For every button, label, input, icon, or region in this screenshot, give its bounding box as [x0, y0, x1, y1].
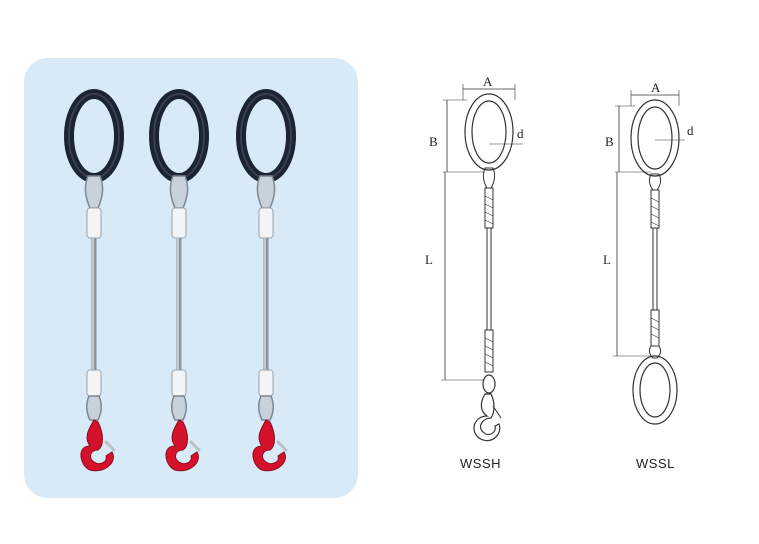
dim-b-label: B — [429, 134, 438, 149]
upper-ferrule — [86, 207, 102, 239]
wssl-diagram: A d B L — [603, 80, 694, 425]
wssh-caption: WSSH — [460, 456, 501, 471]
thimble — [84, 175, 104, 209]
dim-d-label: d — [517, 126, 524, 141]
dim-d-label: d — [687, 123, 694, 138]
master-ring-outline — [630, 99, 680, 177]
dim-l-label: L — [425, 252, 433, 267]
hook-latch — [104, 440, 116, 452]
sling-photo — [64, 89, 124, 472]
lower-link-outline — [632, 355, 678, 425]
red-hook — [80, 419, 114, 472]
dim-a-label: A — [483, 74, 493, 89]
upper-splice — [650, 189, 660, 229]
master-ring-outline — [464, 93, 514, 171]
lower-ferrule — [86, 369, 102, 397]
wssh-diagram: A d B L — [425, 74, 524, 442]
lower-splice — [484, 329, 494, 373]
hook-outline — [473, 393, 501, 442]
wssl-caption: WSSL — [636, 456, 675, 471]
sling-photo-panel — [24, 58, 358, 498]
dim-b-label: B — [605, 134, 614, 149]
dim-a-label: A — [651, 80, 661, 95]
dim-l-label: L — [603, 252, 611, 267]
